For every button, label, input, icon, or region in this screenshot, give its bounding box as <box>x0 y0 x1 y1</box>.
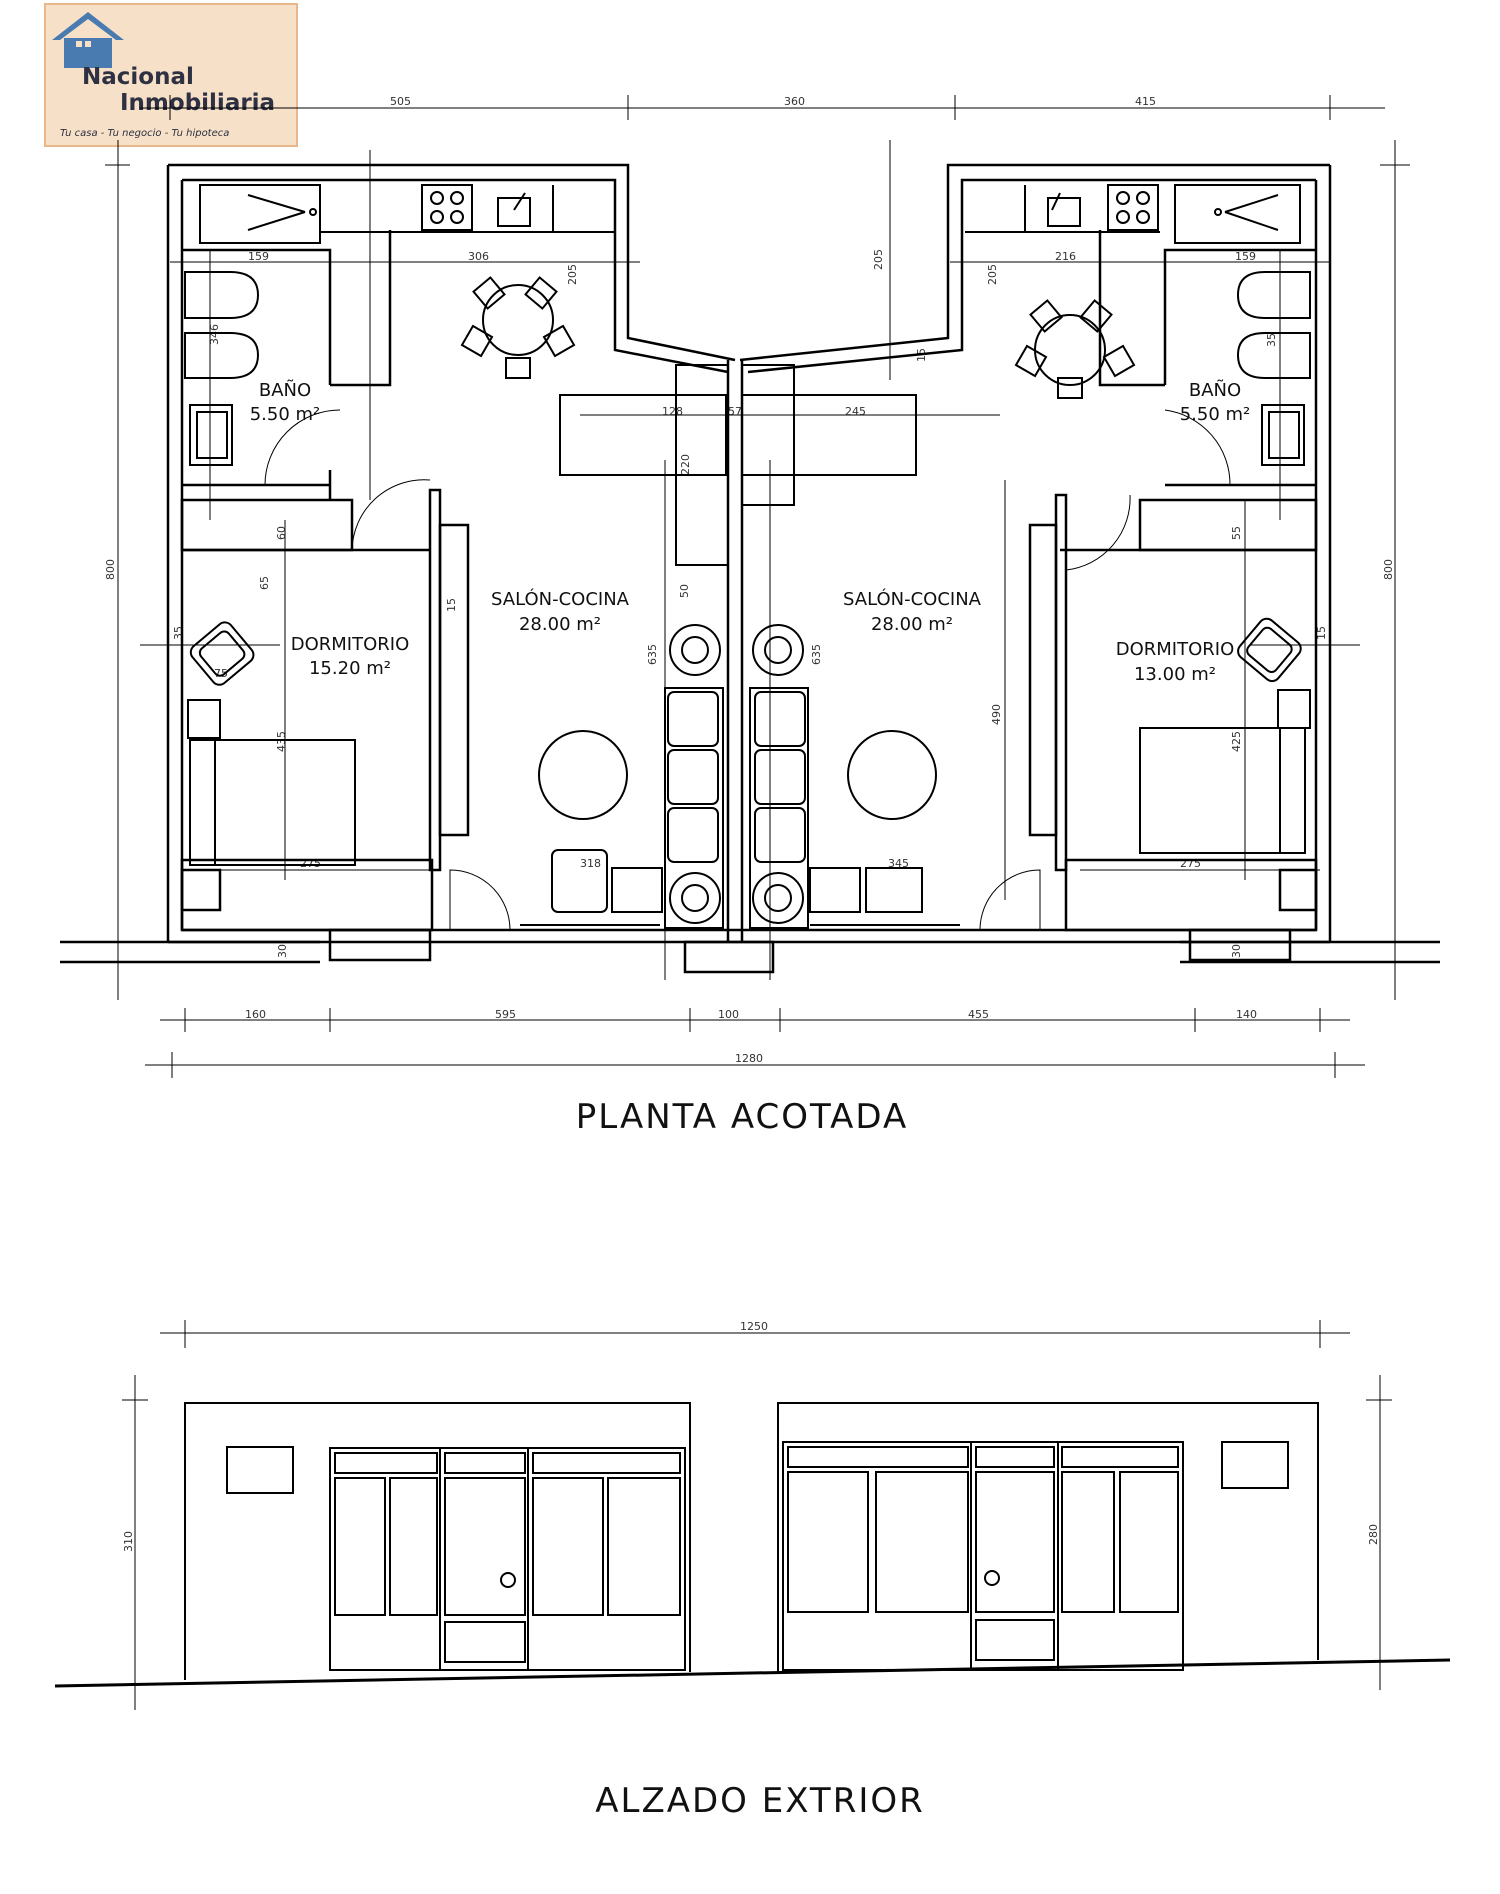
dim-door-l: 60 <box>275 526 288 540</box>
logo-name-line2: Inmobiliaria <box>120 90 275 116</box>
room-bath-right-area: 5.50 m² <box>1180 404 1251 425</box>
dining-table-right <box>1034 314 1106 386</box>
room-bedroom-right-area: 13.00 m² <box>1134 664 1216 685</box>
elevation-dimension-lines <box>122 1320 1392 1710</box>
dim-top-right: 415 <box>1135 95 1156 108</box>
dim-bath-r-h: 35 <box>1265 333 1278 347</box>
room-living-left-name: SALÓN-COCINA <box>491 588 630 610</box>
room-living-right-area: 28.00 m² <box>871 614 953 635</box>
company-logo: Nacional Inmobiliaria Tu casa - Tu negoc… <box>44 3 298 147</box>
room-living-right-name: SALÓN-COCINA <box>843 588 982 610</box>
plan-room-labels: BAÑO 5.50 m² DORMITORIO 15.20 m² SALÓN-C… <box>250 379 1251 685</box>
room-bath-left-name: BAÑO <box>259 379 311 401</box>
dim-mid-c: 57 <box>728 405 742 418</box>
bed-right <box>1139 727 1281 854</box>
room-bedroom-left-name: DORMITORIO <box>291 634 410 655</box>
dim-bath-r-w: 159 <box>1235 250 1256 263</box>
shower-right <box>1174 184 1301 244</box>
dim-top-mid: 360 <box>784 95 805 108</box>
dim-chair-l: 75 <box>214 667 228 680</box>
dim-core-w: 50 <box>678 584 691 598</box>
dim-left-height: 800 <box>104 559 117 580</box>
armchair-left <box>189 621 255 686</box>
dim-kitchen-r-d: 205 <box>872 249 885 270</box>
dim-door-r: 55 <box>1230 526 1243 540</box>
plan-walls <box>60 163 1440 974</box>
dim-wall-l: 15 <box>445 598 458 612</box>
dim-liv-l-h: 635 <box>646 644 659 665</box>
logo-background <box>44 3 298 147</box>
dim-bot-1: 160 <box>245 1008 266 1021</box>
dim-foot-r: 30 <box>1230 944 1243 958</box>
dim-door-l2: 65 <box>258 576 271 590</box>
dim-kitchen-l-w: 306 <box>468 250 489 263</box>
dim-bed-l-h: 435 <box>275 731 288 752</box>
house-icon <box>52 12 124 68</box>
elev-dim-width: 1250 <box>740 1320 768 1333</box>
dim-bot-5: 140 <box>1236 1008 1257 1021</box>
dining-table-left <box>482 284 554 356</box>
armchair-right <box>1237 617 1302 683</box>
dim-top-left: 505 <box>390 95 411 108</box>
elevation-dimension-labels: 1250 310 280 <box>122 1320 1380 1552</box>
room-living-left-area: 28.00 m² <box>519 614 601 635</box>
elev-dim-right-height: 280 <box>1367 1524 1380 1545</box>
coffee-table-right <box>847 730 937 820</box>
plan-caption: PLANTA ACOTADA <box>576 1097 909 1137</box>
plan-dimension-lines <box>105 95 1410 1078</box>
shower-left <box>199 184 321 244</box>
dim-bed-r-a: 15 <box>1315 626 1328 640</box>
elevation-caption: ALZADO EXTRIOR <box>595 1781 924 1821</box>
room-bath-left-area: 5.50 m² <box>250 404 321 425</box>
dim-liv-l-w: 318 <box>580 857 601 870</box>
dim-liv-r-h2: 490 <box>990 704 1003 725</box>
room-bath-right-name: BAÑO <box>1189 379 1241 401</box>
dim-foot-l: 30 <box>276 944 289 958</box>
logo-tagline: Tu casa - Tu negocio - Tu hipoteca <box>60 128 229 139</box>
dim-bot-3: 100 <box>718 1008 739 1021</box>
elev-window-small-left <box>226 1446 294 1494</box>
dim-bed-r-h: 425 <box>1230 731 1243 752</box>
elev-dim-left-height: 310 <box>122 1531 135 1552</box>
dim-liv-r-w: 345 <box>888 857 909 870</box>
plan-furniture-right <box>741 184 1311 931</box>
dim-bath-l-w: 159 <box>248 250 269 263</box>
room-bedroom-right-name: DORMITORIO <box>1116 639 1235 660</box>
stove-left <box>421 184 473 231</box>
dim-mid-r: 245 <box>845 405 866 418</box>
dim-kitchen-r-d2: 205 <box>986 264 999 285</box>
room-bedroom-left-area: 15.20 m² <box>309 658 391 679</box>
elev-storefront-left <box>329 1447 686 1671</box>
logo-name-line1: Nacional <box>82 64 194 90</box>
dim-bot-4: 455 <box>968 1008 989 1021</box>
dim-right-height: 800 <box>1382 559 1395 580</box>
stove-right <box>1107 184 1159 231</box>
elevation-facade <box>54 1402 1451 1688</box>
elev-window-small-right <box>1221 1441 1289 1489</box>
coffee-table-left <box>538 730 628 820</box>
elev-storefront-right <box>782 1441 1184 1671</box>
dim-bot-2: 595 <box>495 1008 516 1021</box>
dim-total: 1280 <box>735 1052 763 1065</box>
dim-liv-r-h: 635 <box>810 644 823 665</box>
plan-furniture-left <box>184 184 729 931</box>
dim-kitchen-r-w: 216 <box>1055 250 1076 263</box>
dim-bath-l-h: 346 <box>208 324 221 345</box>
dim-mid-l: 128 <box>662 405 683 418</box>
dim-core-h: 220 <box>679 454 692 475</box>
dim-kitchen-l-d: 205 <box>566 264 579 285</box>
